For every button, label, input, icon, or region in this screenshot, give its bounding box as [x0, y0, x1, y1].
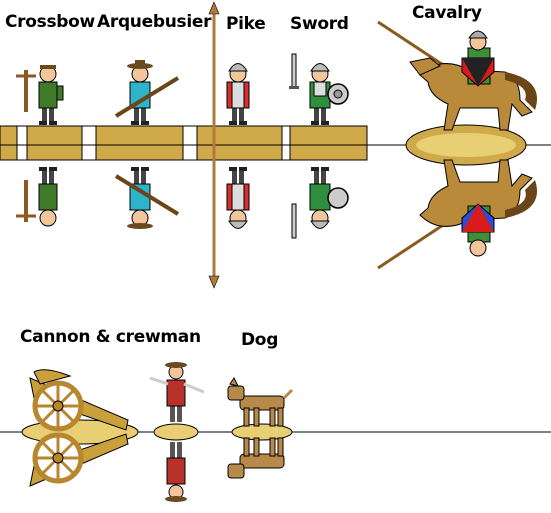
cannon-figure — [21, 369, 139, 487]
label-cannon-crewman: Cannon & crewman — [20, 327, 201, 347]
crewman-figure — [149, 362, 205, 502]
infantry-base-strip — [0, 125, 368, 161]
pike-figure — [226, 63, 250, 229]
sword-figure — [289, 53, 349, 239]
label-dog: Dog — [241, 330, 279, 350]
arquebusier-figure — [114, 60, 180, 229]
label-crossbow: Crossbow — [5, 12, 95, 32]
label-pike: Pike — [226, 14, 266, 34]
cavalry-figure — [377, 20, 537, 270]
crossbow-figure — [16, 65, 64, 227]
pike-pole — [208, 1, 220, 289]
label-sword: Sword — [290, 14, 349, 34]
label-cavalry: Cavalry — [412, 3, 482, 23]
dog-figure — [227, 377, 294, 479]
label-arquebusier: Arquebusier — [97, 12, 212, 32]
